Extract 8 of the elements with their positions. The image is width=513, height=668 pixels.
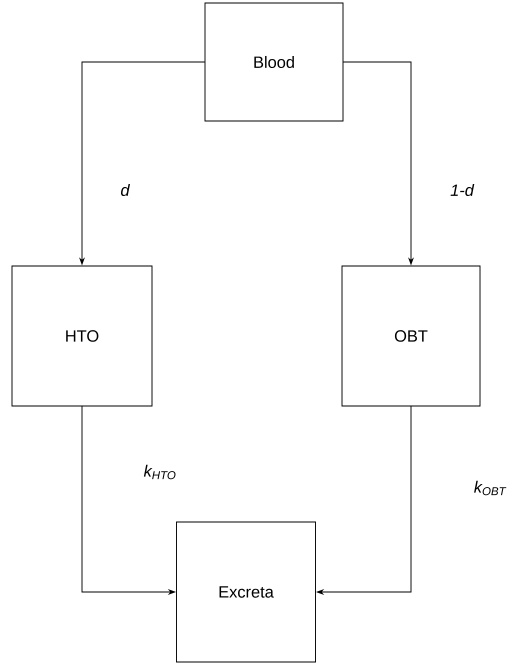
compartment-box: Excreta [176, 522, 316, 662]
edge-label: k$_{HTO}$ [142, 464, 178, 480]
edge-label: d [119, 182, 131, 198]
compartment-box: OBT [342, 266, 480, 406]
edge-label: k$_{OBT}$ [472, 480, 508, 496]
edge-label: 1-d [448, 182, 476, 198]
compartment-box: HTO [12, 266, 152, 406]
compartment-box: Blood [204, 2, 344, 122]
